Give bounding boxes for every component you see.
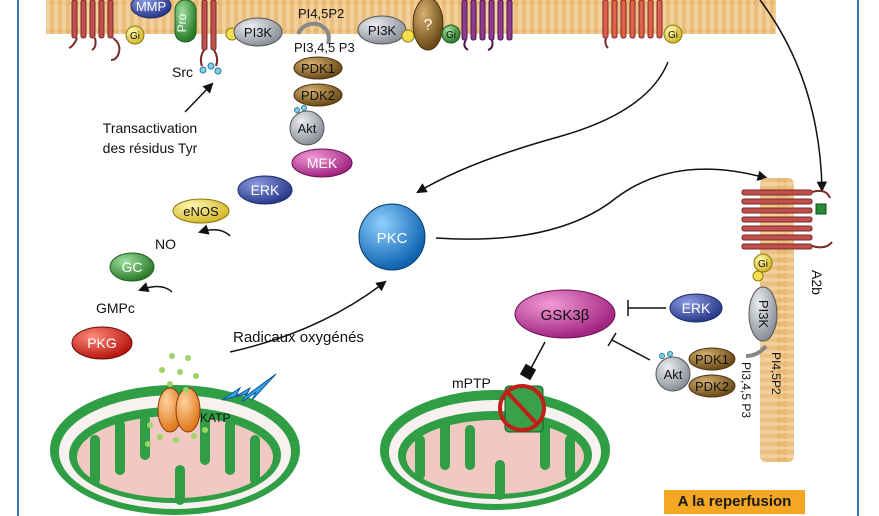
mptp-pore xyxy=(498,384,546,433)
pip3-label: PI3,4,5 P3 xyxy=(294,40,355,55)
svg-text:eNOS: eNOS xyxy=(183,204,219,219)
svg-text:GC: GC xyxy=(122,259,143,275)
a2b-receptor xyxy=(741,189,833,250)
receptor-left xyxy=(68,0,121,61)
pip-conversion-arrow xyxy=(296,21,331,45)
pi3k-right: PI3K xyxy=(357,15,415,45)
pkg-node: PKG xyxy=(71,326,133,360)
enos-node: eNOS xyxy=(172,198,230,224)
inhibition-erk-gsk xyxy=(627,300,666,316)
arrow-top-a2b xyxy=(759,0,828,193)
reperfusion-badge: A la reperfusion xyxy=(664,490,805,514)
gsk3b-node: GSK3β xyxy=(514,289,616,339)
svg-text:Akt: Akt xyxy=(298,121,317,136)
erk-right: ERK xyxy=(669,293,723,323)
svg-text:PDK2: PDK2 xyxy=(695,379,729,394)
svg-text:ERK: ERK xyxy=(682,300,711,316)
svg-text:PDK2: PDK2 xyxy=(301,88,335,103)
svg-text:PKC: PKC xyxy=(377,230,408,247)
pip3-a2b-label: PI3,4,5 P3 xyxy=(739,362,753,418)
a2b-label: A2b xyxy=(809,270,825,295)
pip-conversion-arrow-a2b xyxy=(745,344,768,358)
erk-left: ERK xyxy=(237,175,293,205)
svg-text:GSK3β: GSK3β xyxy=(541,307,590,324)
katp-channel xyxy=(157,387,201,433)
pdk1-top: PDK1 xyxy=(293,56,343,80)
svg-text:ERK: ERK xyxy=(251,182,280,198)
gi-protein-a2b: Gi xyxy=(752,253,773,282)
pip2-a2b-label: PI4,5P2 xyxy=(769,352,783,395)
arrow-ros-pkc xyxy=(229,280,387,353)
pdk2-top: PDK2 xyxy=(293,83,343,107)
gc-node: GC xyxy=(109,252,155,282)
pi3k-a2b: PI3K xyxy=(748,286,778,342)
svg-text:PI3K: PI3K xyxy=(756,300,771,329)
svg-text:PDK1: PDK1 xyxy=(695,352,729,367)
pro-label: Pro xyxy=(175,13,189,32)
inhibition-gsk-mptp xyxy=(519,341,546,381)
transactivation-label: Transactivation xyxy=(103,120,197,136)
mitochondrion-right xyxy=(380,390,610,510)
pi3k-left: PI3K xyxy=(225,17,283,47)
svg-text:Gi: Gi xyxy=(758,259,768,270)
src-label: Src xyxy=(172,64,193,80)
svg-text:Gi: Gi xyxy=(668,30,678,41)
gmpc-label: GMPc xyxy=(96,300,135,316)
pi3k-left-label: PI3K xyxy=(244,25,273,40)
gi-protein-mid: Gi xyxy=(441,24,461,44)
pro-protein: Pro xyxy=(174,0,197,43)
pi3k-right-label: PI3K xyxy=(368,23,397,38)
gi-protein-left: Gi xyxy=(125,25,145,45)
pdk2-right: PDK2 xyxy=(688,374,736,398)
mek-node: MEK xyxy=(291,148,353,178)
src-receptor xyxy=(199,0,222,75)
pdk1-right: PDK1 xyxy=(688,347,736,371)
mmp-label: MMP xyxy=(136,0,166,14)
arrow-enos-no xyxy=(197,224,231,237)
no-label: NO xyxy=(155,236,176,252)
svg-text:PKG: PKG xyxy=(87,335,117,351)
radicaux-label: Radicaux oxygénés xyxy=(233,329,364,346)
svg-text:Gi: Gi xyxy=(446,30,456,41)
receptor-mmp: MMP xyxy=(130,0,172,19)
svg-text:PDK1: PDK1 xyxy=(301,61,335,76)
svg-text:Akt: Akt xyxy=(664,367,683,382)
gi-protein-right: Gi xyxy=(663,24,683,44)
unknown-protein: ? xyxy=(412,0,444,51)
inhibition-akt-gsk xyxy=(607,332,651,361)
arrow-transactivation xyxy=(184,82,214,113)
katp-label: KATP xyxy=(200,411,230,425)
akt-top: Akt xyxy=(289,105,325,146)
agonist-cube xyxy=(815,203,827,215)
arrow-pkc-a2b xyxy=(435,168,769,240)
blocked-icon xyxy=(498,384,546,432)
pkc-node: PKC xyxy=(358,203,426,271)
akt-right: Akt xyxy=(655,351,691,392)
gi-left-label: Gi xyxy=(130,31,140,42)
receptor-right xyxy=(602,0,663,49)
arrow-gc-gmpc xyxy=(138,282,173,293)
mptp-label: mPTP xyxy=(452,375,491,391)
svg-text:MEK: MEK xyxy=(307,155,338,171)
receptor-purple xyxy=(461,0,513,51)
pip2-label: PI4,5P2 xyxy=(298,6,344,21)
ros-particles xyxy=(145,353,208,447)
tyr-residues-label: des résidus Tyr xyxy=(103,140,198,156)
question-label: ? xyxy=(424,17,433,34)
ros-lightning-icon xyxy=(221,373,277,403)
mitochondrion-left xyxy=(50,385,300,515)
arrow-gi-pkc xyxy=(416,61,669,194)
